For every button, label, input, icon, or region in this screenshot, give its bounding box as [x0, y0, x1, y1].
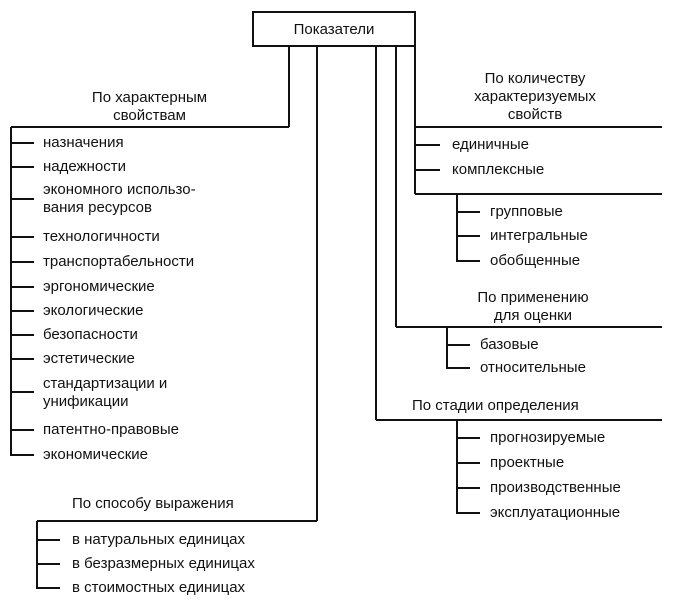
subitem-quantity-3: обобщенные: [490, 252, 581, 269]
group-title-stage: По стадии определения: [412, 397, 579, 414]
subitem-quantity-2: интегральные: [490, 227, 588, 244]
root-box: Показатели: [252, 11, 416, 47]
item-quantity-1: единичные: [452, 136, 530, 153]
item-characteristic-1: назначения: [43, 134, 124, 151]
item-characteristic-9: эстетические: [43, 350, 135, 367]
item-stage-3: производственные: [490, 479, 621, 496]
item-characteristic-4: технологичности: [43, 228, 160, 245]
item-expression-2: в безразмерных единицах: [72, 555, 255, 572]
item-stage-1: прогнозируемые: [490, 429, 606, 446]
group-title-quantity: По количеству характеризуемых свойств: [474, 70, 596, 123]
subitem-quantity-1: групповые: [490, 203, 563, 220]
item-expression-1: в натуральных единицах: [72, 531, 246, 548]
item-quantity-2: комплексные: [452, 161, 545, 178]
item-characteristic-7: экологические: [43, 302, 144, 319]
root-label: Показатели: [293, 20, 375, 38]
item-characteristic-12: экономические: [43, 446, 148, 463]
group-title-expression: По способу выражения: [72, 495, 234, 512]
item-characteristic-2: надежности: [43, 158, 126, 175]
group-title-application: По применению для оценки: [477, 289, 589, 324]
item-characteristic-8: безопасности: [43, 326, 138, 343]
item-stage-2: проектные: [490, 454, 565, 471]
item-characteristic-3: экономного использо- вания ресурсов: [43, 181, 196, 216]
item-expression-3: в стоимостных единицах: [72, 579, 246, 596]
item-stage-4: эксплуатационные: [490, 504, 621, 521]
item-characteristic-11: патентно-правовые: [43, 421, 179, 438]
group-title-characteristic: По характерным свойствам: [91, 89, 208, 124]
item-characteristic-10: стандартизации и унификации: [43, 375, 168, 410]
item-characteristic-5: транспортабельности: [43, 253, 195, 270]
item-application-2: относительные: [480, 359, 586, 376]
item-application-1: базовые: [480, 336, 539, 353]
item-characteristic-6: эргономические: [43, 278, 155, 295]
